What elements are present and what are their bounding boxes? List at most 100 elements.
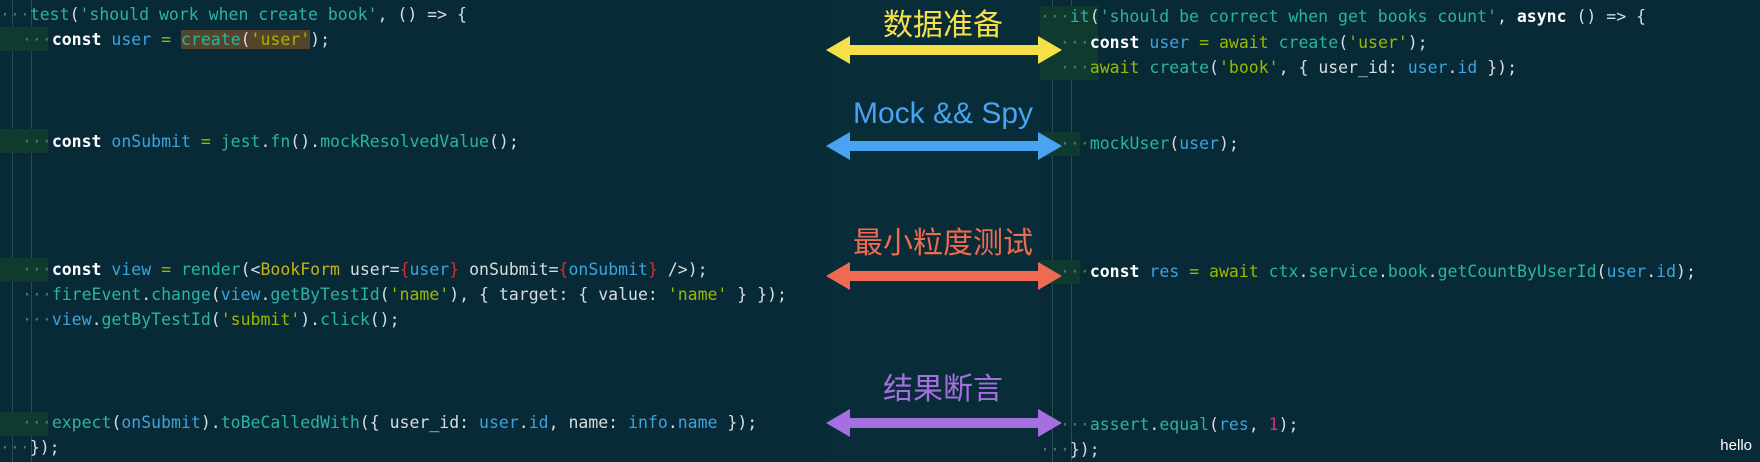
indent-dots: ··· <box>1060 415 1090 434</box>
node-test-code-pane: ···it('should be correct when get books … <box>1040 0 1760 462</box>
code-token: (); <box>488 132 519 151</box>
code-token: () => { <box>1566 7 1647 26</box>
code-token: ( <box>1209 58 1219 77</box>
code-token: res <box>1149 262 1180 281</box>
code-token: const <box>51 260 102 279</box>
indent-highlight <box>0 412 48 436</box>
indent-dots: ··· <box>1060 134 1090 153</box>
code-token: ); <box>310 30 331 49</box>
code-token: user <box>111 30 152 49</box>
code-token: , name: <box>548 413 629 432</box>
code-token: . <box>1447 58 1458 77</box>
code-line: ···}); <box>1040 438 1100 462</box>
code-token: const <box>1089 262 1140 281</box>
code-token: const <box>51 30 102 49</box>
code-token: 'name' <box>389 285 450 304</box>
watermark-text: hello <box>1720 437 1752 454</box>
code-token: . <box>1427 262 1438 281</box>
code-token: user <box>1179 134 1219 153</box>
indent-dots: ··· <box>1060 58 1090 77</box>
code-token: . <box>1646 262 1657 281</box>
code-token: it <box>1069 7 1090 26</box>
code-token: } }); <box>727 285 787 304</box>
stage-label-data-prep: 数据准备 <box>883 9 1003 42</box>
code-token: ( <box>210 310 221 329</box>
code-token: ). <box>200 413 221 432</box>
code-token: { <box>399 260 410 279</box>
code-token: ({ user_id: <box>359 413 480 432</box>
code-token: ( <box>1169 134 1180 153</box>
code-token: />); <box>657 260 708 279</box>
indent-dots: ··· <box>0 5 30 24</box>
code-token: 'should be correct when get books count' <box>1099 7 1497 26</box>
stage-label-minimal-test: 最小粒度测试 <box>853 227 1033 260</box>
code-token: res <box>1218 415 1249 434</box>
code-token: , <box>1248 415 1269 434</box>
double-arrow-icon <box>826 132 1062 160</box>
code-token: ( <box>69 5 80 24</box>
code-token: }); <box>29 438 60 457</box>
code-token: onSubmit= <box>459 260 559 279</box>
code-token: 'book' <box>1218 58 1279 77</box>
code-token: assert <box>1089 415 1150 434</box>
code-token: { <box>558 260 569 279</box>
code-token: ( <box>210 285 221 304</box>
code-line: ···assert.equal(res, 1); <box>1060 413 1298 437</box>
code-token: . <box>518 413 529 432</box>
code-token: 'submit' <box>220 310 301 329</box>
code-token <box>1259 262 1269 281</box>
code-token: = <box>151 260 181 279</box>
code-token: user <box>1606 262 1647 281</box>
indent-highlight <box>0 258 48 282</box>
code-token: 'user' <box>1348 33 1408 52</box>
code-token: ( <box>1209 415 1219 434</box>
code-token: render <box>180 260 241 279</box>
stage-label-assertion: 结果断言 <box>883 373 1003 406</box>
indent-dots: ··· <box>1060 33 1090 52</box>
react-test-code-pane: ···test('should work when create book', … <box>0 0 825 462</box>
indent-dots: ··· <box>1060 262 1090 281</box>
code-line: ···const view = render(<BookForm user={u… <box>22 258 708 282</box>
code-token: (). <box>290 132 321 151</box>
code-token: ( <box>111 413 122 432</box>
code-token: await <box>1089 58 1140 77</box>
code-token: . <box>1377 262 1388 281</box>
code-token <box>1269 33 1279 52</box>
code-token: async <box>1516 7 1567 26</box>
code-token: await <box>1218 33 1269 52</box>
code-token: = <box>1179 262 1210 281</box>
code-line: ···mockUser(user); <box>1060 132 1239 156</box>
indent-dots: ··· <box>0 438 30 457</box>
code-token: test <box>29 5 70 24</box>
code-token: create <box>1149 58 1210 77</box>
code-token: getByTestId <box>270 285 380 304</box>
indent-dots: ··· <box>22 30 52 49</box>
code-token: }); <box>1069 440 1100 459</box>
code-token: . <box>91 310 102 329</box>
code-token: view <box>51 310 92 329</box>
code-token: 'name' <box>667 285 728 304</box>
code-token: ( <box>1089 7 1100 26</box>
code-token: const <box>1089 33 1140 52</box>
code-token: ); <box>1218 134 1239 153</box>
code-token: ); <box>1407 33 1428 52</box>
code-token: , () => { <box>377 5 467 24</box>
code-token: view <box>220 285 261 304</box>
code-token: equal <box>1159 415 1210 434</box>
code-token: create <box>1278 33 1339 52</box>
double-arrow-shape <box>826 132 1062 160</box>
code-token: }); <box>1477 58 1518 77</box>
code-token: . <box>141 285 152 304</box>
code-token: ( <box>240 30 251 49</box>
code-token: user <box>409 260 450 279</box>
code-token: id <box>1457 58 1478 77</box>
code-token: service <box>1308 262 1378 281</box>
indent-dots: ··· <box>22 132 52 151</box>
code-token: name <box>677 413 718 432</box>
code-line: ···const user = await create('user'); <box>1060 31 1428 55</box>
code-token: ); <box>1676 262 1696 281</box>
indent-dots: ··· <box>22 310 52 329</box>
code-token: await <box>1209 262 1259 281</box>
indent-dots: ··· <box>1040 440 1070 459</box>
